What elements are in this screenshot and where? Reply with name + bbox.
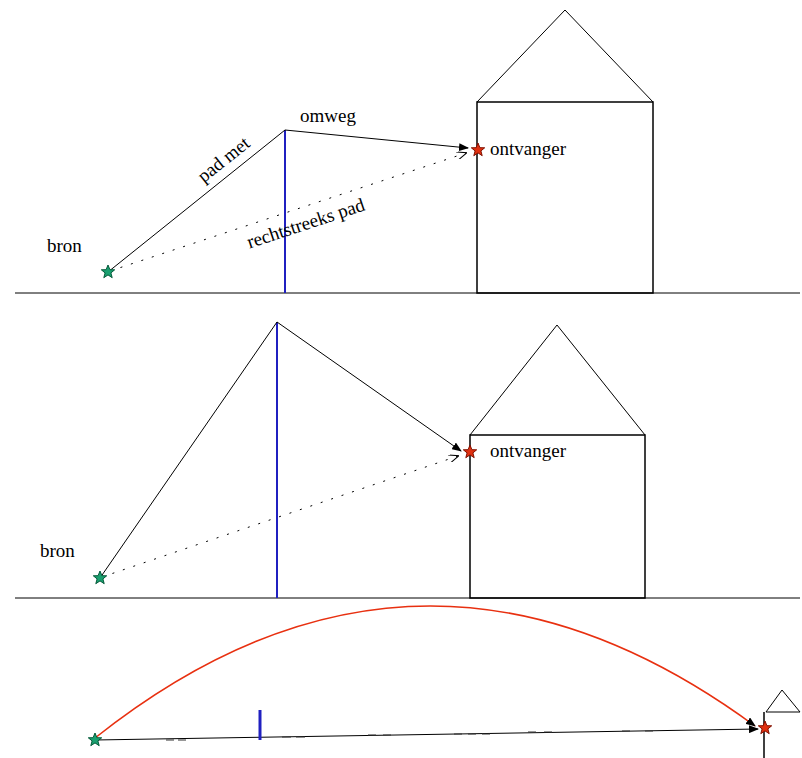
house-wall [766, 712, 800, 713]
receiver-star [758, 721, 771, 734]
screen-wall [276, 322, 278, 598]
source-star [93, 571, 106, 584]
receiver-label: ontvanger [490, 139, 566, 160]
screen-wall [284, 130, 286, 293]
house-roof [766, 690, 800, 712]
receiver-star [463, 445, 476, 458]
refracted-path [95, 606, 755, 738]
house-roof [477, 10, 653, 102]
ground-dashes [166, 731, 653, 740]
path-label: rechtstreeks pad [244, 195, 367, 253]
direct-path [102, 456, 458, 577]
house-wall [763, 712, 765, 758]
source-star [88, 733, 101, 746]
source-label: bron [40, 541, 75, 562]
path-label: omweg [300, 106, 356, 127]
house-wall [470, 435, 645, 598]
screen-wall [259, 710, 262, 740]
direct-path [110, 153, 466, 271]
receiver-star [471, 143, 484, 156]
ground-line [15, 293, 800, 294]
house-wall [477, 102, 653, 293]
source-star [101, 265, 114, 278]
detour-path [108, 130, 468, 272]
direct-path [95, 729, 758, 740]
house-roof [470, 325, 645, 435]
source-label: bron [47, 236, 82, 257]
ground-line [15, 598, 800, 599]
detour-path [100, 322, 461, 578]
receiver-label: ontvanger [490, 441, 566, 462]
